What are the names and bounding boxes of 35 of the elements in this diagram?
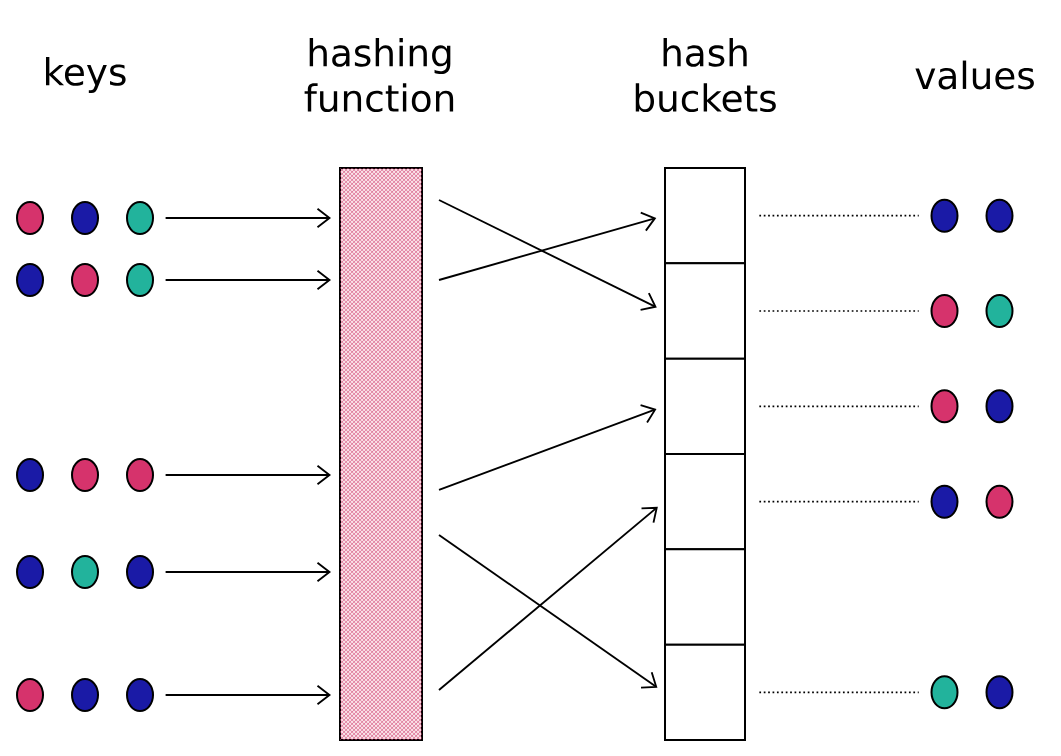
bucket-box: [664, 548, 746, 646]
arrow: [438, 199, 657, 311]
bucket-box: [664, 357, 746, 455]
arrow: [164, 207, 331, 229]
dot-row: [16, 201, 154, 235]
arrow: [164, 269, 331, 291]
bucket-box: [664, 643, 746, 741]
column-heading: values: [915, 60, 1034, 90]
dot-row: [930, 198, 1014, 233]
bucket-box: [664, 167, 746, 265]
dotted-line: [758, 214, 920, 217]
arrow: [438, 506, 658, 691]
dotted-line: [758, 310, 920, 312]
arrow: [438, 404, 657, 491]
dot-row: [930, 294, 1014, 328]
dot-row: [16, 458, 154, 492]
dot-row: [16, 678, 154, 712]
dot-row: [930, 675, 1014, 710]
dot-row: [16, 263, 154, 297]
dot-row: [930, 484, 1014, 519]
dotted-line: [758, 691, 920, 694]
column-heading: keys: [46, 56, 126, 94]
arrow: [164, 464, 331, 486]
arrow: [438, 211, 657, 281]
dotted-line: [758, 500, 920, 503]
dotted-line: [758, 405, 920, 408]
column-heading: hash buckets: [635, 37, 776, 113]
arrow: [164, 561, 331, 583]
dot-row: [16, 555, 154, 589]
arrow: [438, 534, 658, 689]
dot-row: [930, 389, 1014, 424]
bucket-box: [664, 453, 746, 551]
column-heading: hashing function: [304, 37, 454, 113]
bucket-box: [664, 262, 746, 360]
arrow: [164, 684, 331, 706]
